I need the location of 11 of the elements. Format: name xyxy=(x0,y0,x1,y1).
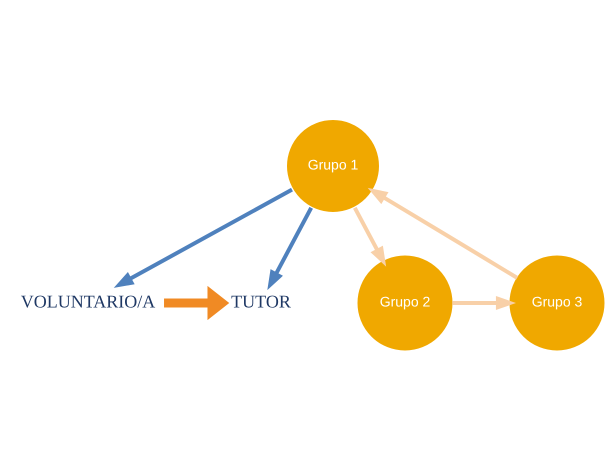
arrow xyxy=(267,206,313,290)
node-circle: Grupo 1 xyxy=(285,118,381,214)
arrow xyxy=(368,187,518,280)
arrow xyxy=(452,295,516,310)
arrow xyxy=(114,187,293,288)
node-circle: Grupo 2 xyxy=(358,255,452,350)
node-text: TUTOR xyxy=(231,290,291,311)
node-text: VOLUNTARIO/A xyxy=(20,290,156,311)
arrow xyxy=(164,285,230,320)
arrow xyxy=(353,206,386,266)
node-circle: Grupo 3 xyxy=(510,255,604,350)
